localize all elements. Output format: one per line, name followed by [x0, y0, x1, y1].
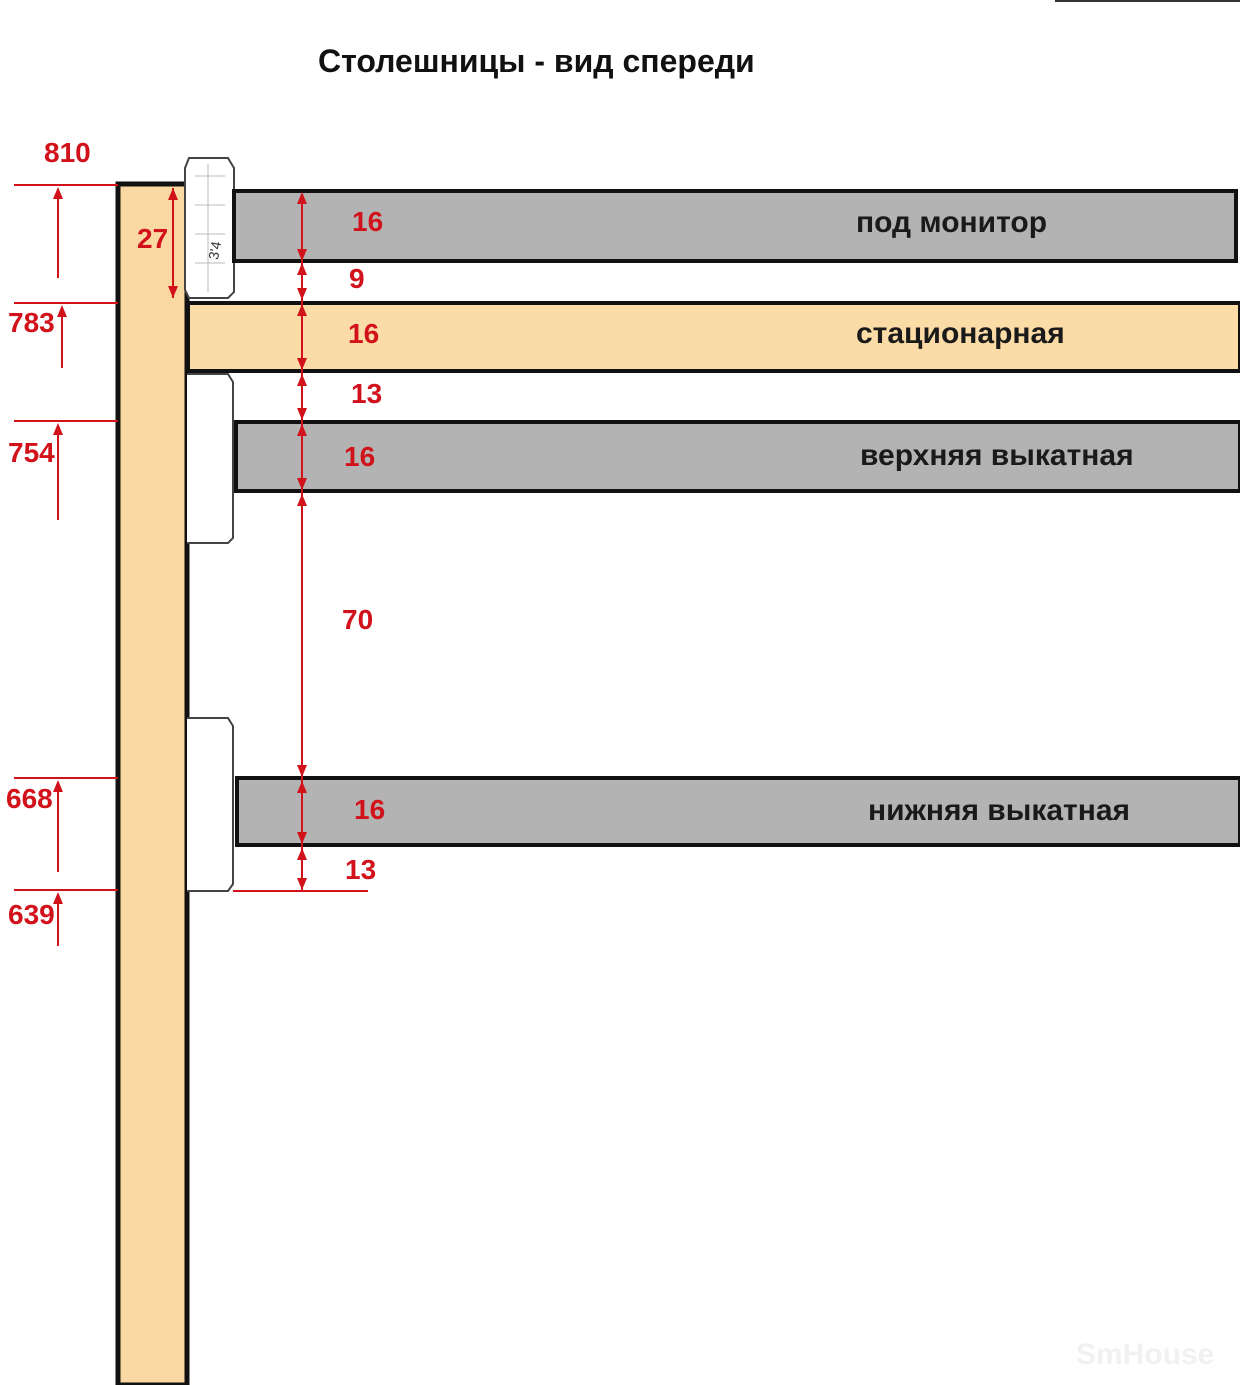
top-bracket [184, 157, 235, 299]
dimension-arrows [53, 187, 307, 904]
board-under-monitor [232, 189, 1238, 263]
height-mark-668: 668 [6, 783, 53, 814]
thickness-under-monitor: 16 [352, 206, 383, 237]
height-mark-754: 754 [8, 437, 55, 468]
board-label-under-monitor: под монитор [856, 206, 1047, 239]
lower-bracket [187, 717, 234, 892]
board-label-stationary: стационарная [856, 317, 1065, 350]
height-mark-639: 639 [8, 899, 55, 930]
gap-2: 13 [351, 378, 382, 409]
board-upper-rollout [234, 420, 1240, 493]
gap-4: 13 [345, 854, 376, 885]
board-stationary [186, 301, 1240, 373]
gap-1: 9 [349, 263, 365, 294]
height-mark-783: 783 [8, 307, 55, 338]
board-label-lower-rollout: нижняя выкатная [868, 794, 1130, 827]
bracket-note: 3'4 [205, 240, 224, 261]
watermark: SmHouse [1076, 1338, 1214, 1371]
thickness-lower-rollout: 16 [354, 794, 385, 825]
vertical-post [115, 181, 190, 1385]
thickness-upper-rollout: 16 [344, 441, 375, 472]
post-offset: 27 [137, 223, 168, 254]
gap-3: 70 [342, 604, 373, 635]
height-mark-810: 810 [44, 137, 91, 168]
middle-bracket [187, 373, 234, 544]
board-lower-rollout [235, 776, 1240, 847]
thickness-stationary: 16 [348, 318, 379, 349]
diagram-title: Столешницы - вид спереди [318, 43, 755, 79]
board-label-upper-rollout: верхняя выкатная [860, 439, 1134, 472]
